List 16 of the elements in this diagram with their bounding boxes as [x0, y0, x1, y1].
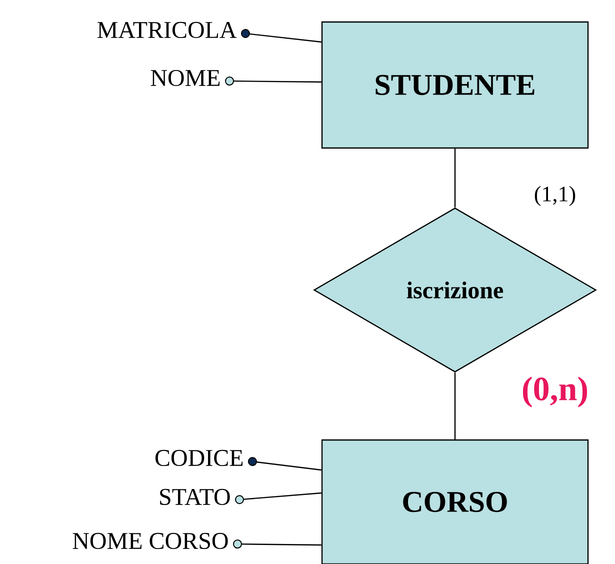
attribute-label: NOME	[150, 70, 220, 86]
cardinality-label: (0,n)	[522, 376, 588, 408]
attribute-label: STATO	[160, 488, 230, 506]
connector-line	[454, 372, 456, 440]
entity-box: STUDENTE	[321, 21, 589, 149]
connector-line	[454, 148, 456, 208]
entity-box: CORSO	[321, 439, 589, 564]
attribute-line	[248, 457, 322, 471]
attribute-line	[225, 76, 322, 86]
attribute-line	[233, 540, 322, 549]
attribute-label: MATRICOLA	[98, 22, 237, 38]
attribute-label: CODICE	[155, 450, 243, 466]
cardinality-label: (1,1)	[534, 186, 576, 206]
attribute-label: NOME CORSO	[72, 532, 228, 550]
attribute-line	[235, 492, 322, 504]
attribute-line	[240, 29, 322, 43]
